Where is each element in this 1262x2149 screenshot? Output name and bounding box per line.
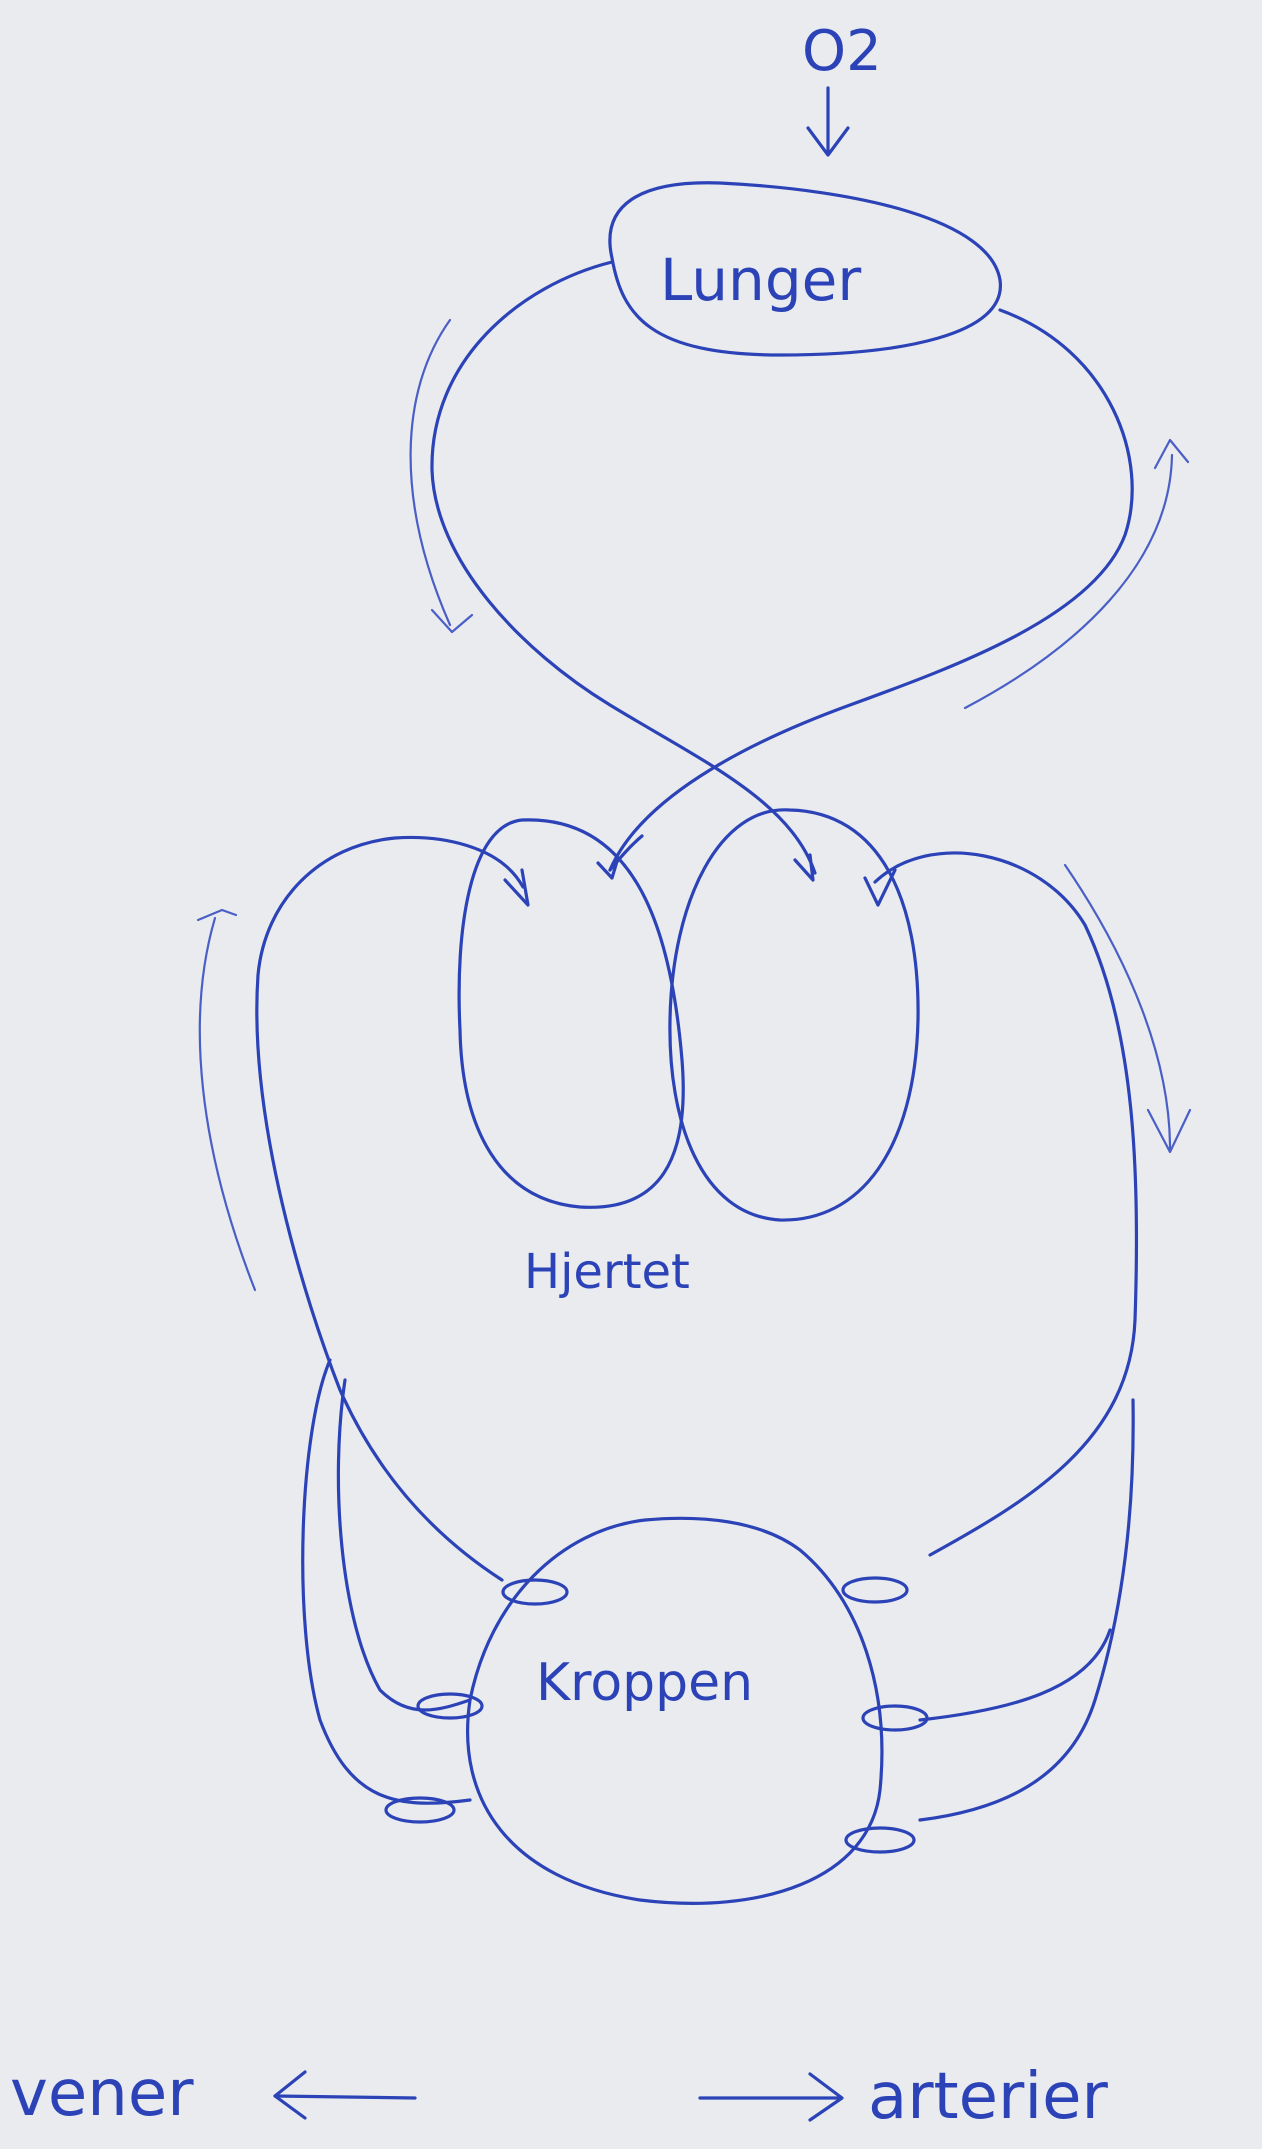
legend-veins: vener [10,2057,415,2131]
systemic-return-vessel [257,838,523,1580]
legend-arteries-label: arterier [868,2060,1108,2134]
body-node: Kroppen [468,1518,882,1903]
lungs-node: Lunger [610,183,1001,355]
heart-node: Hjertet [459,810,918,1300]
pulmonary-vessel-right [610,310,1132,870]
body-label: Kroppen [536,1653,753,1713]
legend-veins-label: vener [10,2057,194,2131]
lower-vessel-left [303,1360,470,1803]
capillary-left-1 [503,1580,567,1604]
heart-right-chamber [670,810,918,1220]
legend-arteries-arrow [700,2074,842,2120]
lower-vessel-right-inner [920,1630,1110,1720]
systemic-flow-arrow-right [1065,865,1190,1152]
o2-inflow-arrow [808,88,848,155]
pulmonary-flow-arrow-right [965,440,1188,708]
capillary-right-1 [843,1578,907,1602]
lungs-label: Lunger [660,246,861,314]
capillary-right-2 [863,1706,927,1730]
legend-arteries: arterier [700,2060,1108,2134]
lower-vessel-right [920,1400,1133,1820]
systemic-flow-arrow-left [198,910,255,1290]
heart-inlet-arrowhead-3 [795,855,813,880]
o2-label: O2 [802,19,882,84]
pulmonary-flow-arrow-left [411,320,472,632]
heart-label: Hjertet [524,1244,690,1300]
capillary-right-3 [846,1828,914,1852]
heart-left-chamber [459,820,683,1207]
legend-veins-arrow [275,2072,415,2118]
